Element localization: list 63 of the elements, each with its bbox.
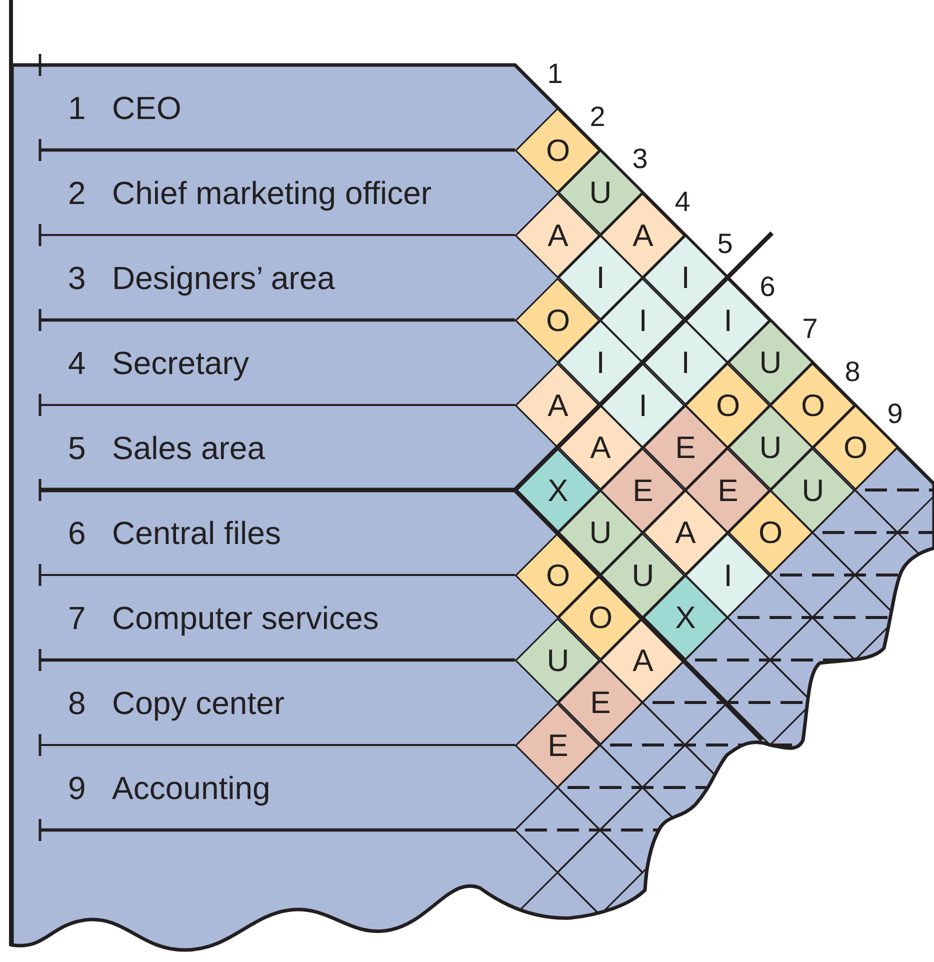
rating-letter: A (632, 642, 654, 678)
rating-letter: A (546, 386, 570, 424)
row-number: 1 (68, 89, 86, 127)
column-number: 5 (716, 228, 734, 260)
row-number: 5 (68, 429, 86, 467)
rating-letter: E (674, 429, 697, 466)
department-name: Computer services (112, 599, 379, 637)
rating-letter: I (680, 344, 691, 381)
row-number: 8 (68, 684, 86, 722)
rating-letter: I (722, 302, 734, 338)
row-number: 2 (68, 174, 86, 212)
column-number: 8 (844, 356, 862, 388)
department-name: CEO (112, 89, 182, 127)
rating-letter: A (589, 429, 612, 466)
rating-letter: I (595, 259, 606, 296)
row-number: 6 (68, 514, 86, 552)
column-number: 9 (886, 398, 904, 430)
rating-letter: U (588, 174, 613, 211)
rating-letter: O (544, 132, 572, 168)
column-number: 2 (588, 100, 606, 132)
column-number: 6 (758, 270, 776, 302)
rating-letter: E (589, 684, 612, 721)
row-number: 3 (68, 259, 86, 297)
rating-letter: I (638, 302, 648, 338)
department-name: Sales area (112, 429, 265, 467)
rating-letter: I (595, 344, 606, 381)
rating-letter: O (544, 556, 572, 594)
rating-letter: A (632, 216, 654, 254)
row-number: 4 (68, 344, 86, 382)
rating-letter: E (546, 726, 570, 764)
rating-letter: U (758, 429, 783, 466)
rating-letter: O (757, 514, 784, 551)
column-number: 7 (801, 313, 819, 345)
rating-letter: U (546, 642, 570, 678)
rating-letter: A (674, 514, 697, 551)
rating-letter: U (630, 556, 656, 594)
column-number: 4 (674, 186, 692, 218)
row-number: 7 (68, 599, 86, 637)
column-number: 1 (546, 58, 564, 90)
rating-letter: U (758, 344, 783, 381)
rating-letter: I (638, 386, 648, 424)
rating-letter: I (722, 556, 734, 594)
rating-letter: O (800, 386, 826, 424)
rating-letter: E (632, 472, 654, 508)
row-number: 9 (68, 769, 86, 807)
rating-letter: E (716, 472, 740, 508)
rating-letter: X (674, 599, 697, 636)
rating-letter: O (842, 429, 869, 466)
rating-letter: O (714, 386, 742, 424)
rating-letter: U (588, 514, 613, 551)
rating-letter: A (546, 216, 570, 254)
department-name: Designers’ area (112, 259, 335, 297)
department-name: Accounting (112, 769, 270, 807)
department-name: Chief marketing officer (112, 174, 432, 212)
department-name: Copy center (112, 684, 285, 722)
rating-letter: O (544, 302, 572, 338)
rating-letter: X (546, 472, 570, 508)
column-number: 3 (631, 143, 649, 175)
rating-letter: O (587, 599, 614, 636)
rating-letter: I (680, 259, 691, 296)
department-name: Central files (112, 514, 281, 552)
rating-letter: U (800, 472, 826, 508)
department-name: Secretary (112, 344, 249, 382)
